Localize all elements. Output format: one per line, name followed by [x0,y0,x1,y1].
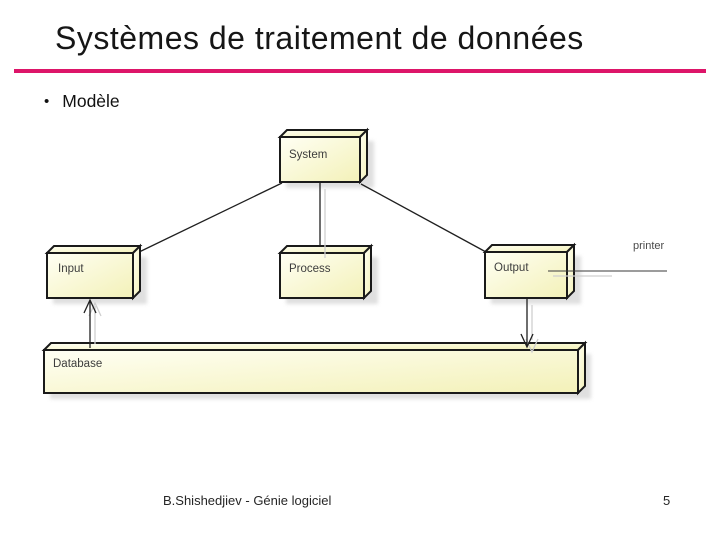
node-right-face [363,243,372,301]
node-label-system: System [289,149,327,161]
node-right-face [577,340,586,396]
node-top-face [277,129,370,138]
node-top-face [482,244,577,253]
node-right-face [359,127,368,185]
node-database: Database [41,340,588,396]
footer-text: B.Shishedjiev - Génie logiciel [163,493,332,508]
printer-label: printer [633,240,665,252]
arrowhead-output-database [520,333,534,349]
node-process: Process [277,243,374,301]
node-front-face [43,349,579,394]
bullet-marker: • [44,92,50,110]
edges [134,182,487,255]
node-front-face [484,251,568,299]
edge-system-input [134,182,283,255]
node-front-face [46,252,134,299]
node-top-face [44,245,143,254]
node-top-face [41,342,588,351]
node-label-input: Input [58,263,84,275]
node-front-face [279,136,361,183]
bullet-text: Modèle [62,91,120,111]
node-system: System [277,127,370,185]
arrowhead-database-input [83,298,97,314]
bullet-item: • Modèle [44,91,120,112]
slide-title: Systèmes de traitement de données [55,20,584,56]
arrowhead-database-input-echo [88,301,102,317]
node-input: Input [44,243,143,301]
node-output: Output [482,242,577,301]
node-label-output: Output [494,262,529,274]
edge-system-output [360,183,487,253]
node-right-face [132,243,141,301]
node-front-face [279,252,365,299]
node-label-process: Process [289,263,331,275]
title-underline [14,69,706,73]
node-label-database: Database [53,358,102,370]
edges-over [83,189,667,354]
page-number: 5 [663,493,671,508]
